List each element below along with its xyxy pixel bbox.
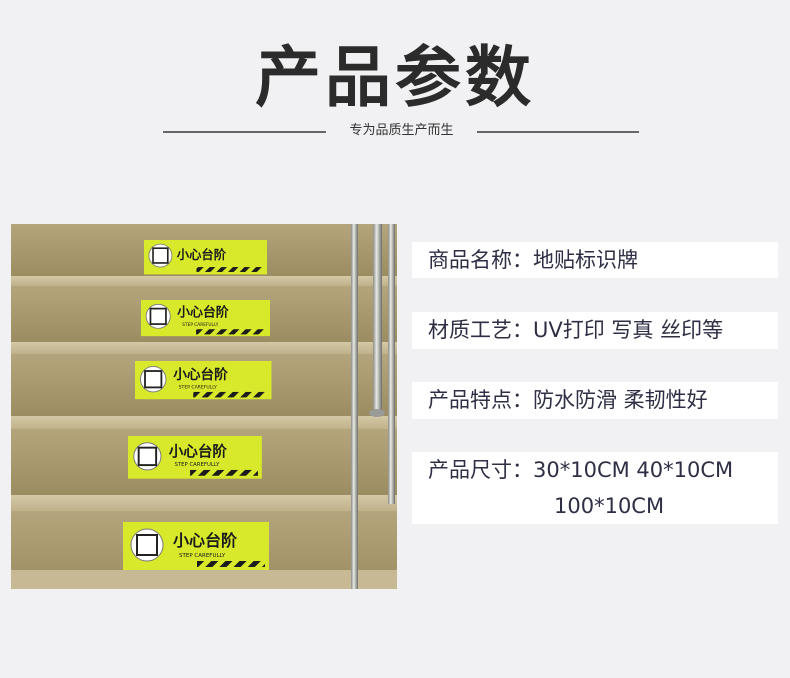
sign-subtext: STEP CAREFULLY	[175, 462, 221, 468]
divider-left	[163, 131, 326, 133]
param-label: 产品尺寸：	[428, 458, 533, 482]
product-photo: 小心台阶 小心台阶 STEP CAREFULLY 小心台阶 STEP CAREF…	[11, 224, 397, 589]
railing-post	[373, 224, 382, 414]
page-title: 产品参数	[255, 39, 535, 116]
param-value: 防水防滑 柔韧性好	[533, 388, 708, 412]
param-value: 地贴标识牌	[533, 248, 638, 272]
param-value: 30*10CM 40*10CM	[533, 458, 734, 482]
param-row: 商品名称：地贴标识牌	[412, 242, 778, 278]
param-row: 材质工艺：UV打印 写真 丝印等	[412, 312, 778, 349]
param-label: 产品特点：	[428, 388, 533, 412]
subtitle: 专为品质生产而生	[349, 123, 454, 138]
param-label: 材质工艺：	[428, 318, 533, 342]
sign-text: 小心台阶	[169, 442, 228, 460]
sign-subtext: STEP CAREFULLY	[179, 384, 217, 390]
param-row: 产品尺寸：30*10CM 40*10CM 100*10CM	[412, 452, 778, 524]
sign-text: 小心台阶	[173, 366, 228, 383]
warning-sign: 小心台阶 STEP CAREFULLY	[135, 361, 272, 400]
divider-right	[477, 131, 639, 133]
warning-sign: 小心台阶 STEP CAREFULLY	[128, 436, 262, 479]
param-value: UV打印 写真 丝印等	[533, 318, 724, 342]
sign-text: 小心台阶	[177, 304, 229, 320]
sign-subtext: STEP CAREFULLY	[179, 553, 226, 559]
param-value-line-2: 100*10CM	[554, 494, 665, 518]
warning-sign: 小心台阶 STEP CAREFULLY	[123, 522, 269, 570]
sign-text: 小心台阶	[173, 531, 238, 550]
railing-post	[388, 224, 395, 504]
sign-subtext: STEP CAREFULLY	[182, 322, 218, 328]
sign-text: 小心台阶	[177, 247, 227, 262]
railing-post	[351, 224, 358, 589]
warning-sign: 小心台阶	[144, 240, 267, 275]
param-label: 商品名称：	[428, 248, 533, 272]
param-row: 产品特点：防水防滑 柔韧性好	[412, 382, 778, 419]
warning-sign: 小心台阶 STEP CAREFULLY	[141, 300, 270, 337]
